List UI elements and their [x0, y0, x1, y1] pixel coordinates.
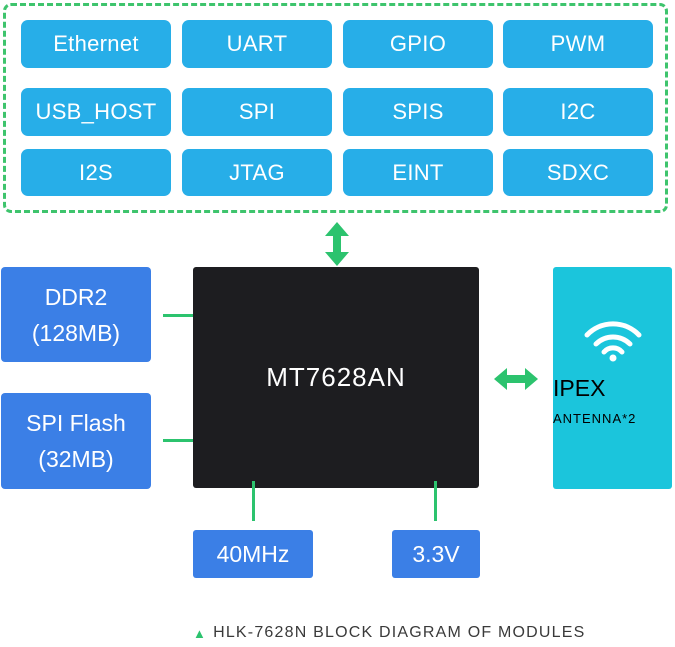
- interface-spis: SPIS: [343, 88, 493, 136]
- triangle-icon: ▲: [193, 625, 208, 641]
- ddr2-label: DDR2: [44, 283, 108, 310]
- spi-flash-size: (32MB): [38, 446, 114, 472]
- interface-eint: EINT: [343, 149, 493, 196]
- power-connector: [434, 481, 437, 521]
- interface-spi: SPI: [182, 88, 332, 136]
- spi-flash-box: SPI Flash (32MB): [1, 393, 151, 489]
- chip-label: MT7628AN: [266, 362, 406, 392]
- mt7628an-chip: MT7628AN: [193, 267, 479, 488]
- ipex-subtitle: ANTENNA*2: [553, 411, 637, 426]
- interface-ethernet: Ethernet: [21, 20, 171, 68]
- diagram-caption: ▲ HLK-7628N BLOCK DIAGRAM OF MODULES: [193, 624, 586, 642]
- interfaces-group: [3, 3, 668, 213]
- interface-jtag: JTAG: [182, 149, 332, 196]
- interface-gpio: GPIO: [343, 20, 493, 68]
- interface-i2c: I2C: [503, 88, 653, 136]
- interface-pwm: PWM: [503, 20, 653, 68]
- ddr2-connector: [163, 314, 201, 317]
- ddr2-box: DDR2 (128MB): [1, 267, 151, 362]
- interface-sdxc: SDXC: [503, 149, 653, 196]
- interface-usb-host: USB_HOST: [21, 88, 171, 136]
- interface-i2s: I2S: [21, 149, 171, 196]
- clock-connector: [252, 481, 255, 521]
- wifi-icon: [584, 321, 642, 362]
- clock-box: 40MHz: [193, 530, 313, 578]
- interfaces-chip-arrow: [325, 222, 349, 266]
- caption-text: HLK-7628N BLOCK DIAGRAM OF MODULES: [213, 624, 586, 641]
- ipex-title: IPEX: [553, 375, 606, 401]
- flash-connector: [163, 439, 201, 442]
- power-box: 3.3V: [392, 530, 480, 578]
- interface-uart: UART: [182, 20, 332, 68]
- ipex-antenna-box: [553, 267, 672, 489]
- chip-antenna-arrow: [494, 368, 538, 390]
- ddr2-size: (128MB): [31, 319, 121, 346]
- spi-flash-label: SPI Flash: [26, 410, 126, 436]
